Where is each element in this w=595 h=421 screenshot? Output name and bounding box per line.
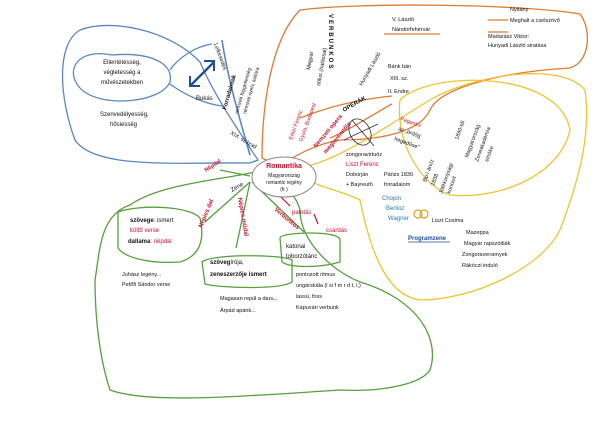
green-magasan: Magasan repül a daru...: [220, 296, 279, 302]
blue-branch: [61, 24, 259, 164]
green-szovege-line-2: költő verse: [130, 228, 160, 234]
blue-inner-bubble: [72, 53, 171, 102]
yellow-paris: Párizs 1830: [384, 172, 413, 178]
blue-connector-lower: [169, 83, 223, 107]
yellow-bp-arviz-4: koncert: [446, 175, 458, 194]
bukas-arrow-icon: [189, 60, 215, 87]
green-nepdal: Népdal: [204, 158, 223, 173]
orange-madarasz-2: Hunyadi László siratása: [488, 43, 547, 49]
green-nepies-mudal-box: [201, 255, 293, 289]
yellow-branch: [299, 73, 588, 301]
green-juhasz: Juhász legény...: [122, 272, 162, 278]
orange-nandor: Nándorfehérvár: [392, 27, 430, 33]
yellow-chopin: Chopin: [382, 196, 401, 202]
yellow-liszt-cosima: Liszt Cosima: [432, 218, 464, 224]
green-dallama-bold: dallama: [128, 239, 151, 245]
green-katonai-1: katonai: [286, 244, 305, 250]
orange-magyar: Magyar: [306, 51, 315, 70]
yellow-1840-4: elnöke: [484, 145, 495, 162]
center-node: Romantika Magyarország romantic regény (…: [251, 156, 317, 198]
violin-icon: [343, 118, 379, 147]
yellow-zongoraversenyek: Zongoraversenyek: [462, 252, 508, 258]
green-spoke-nepies-dal: [204, 181, 251, 223]
blue-suffering-line-1: Szenvedélyesség,: [100, 112, 149, 118]
green-csardas: csárdás: [326, 228, 347, 234]
center-subtitle-3: (fr.): [280, 187, 288, 193]
orange-underline-2: [329, 103, 393, 139]
green-bullet-1: pontozott ritmus: [296, 272, 335, 278]
yellow-mazeppa: Mazeppa: [466, 230, 490, 236]
yellow-wagner: Wagner: [388, 216, 409, 222]
yellow-rapszodiak: Magyar rapszódiák: [464, 241, 511, 247]
green-szovege-bold: szövege: [130, 218, 154, 224]
blue-branch-outline: [61, 24, 259, 164]
yellow-bp-arviz-2: 1838: [430, 173, 440, 187]
green-palotas: palotás: [292, 210, 311, 216]
green-bullet-4: Kapuvári verbunk: [296, 305, 339, 311]
green-bullet-3: lassú, friss: [296, 294, 322, 300]
yellow-sub-bubble: [398, 79, 571, 197]
orange-madarasz-1: Madarász Viktor:: [488, 34, 530, 40]
yellow-branch-outline: [299, 73, 588, 301]
blue-connector: [169, 43, 213, 71]
green-spoke-nepies-mudal: [235, 181, 251, 249]
green-szovegiroja-line: szövegírója,: [210, 260, 244, 266]
center-subtitle-1: Magyarország: [268, 173, 300, 179]
blue-suffering-line-2: hősiesség: [110, 122, 137, 128]
green-zene: Zene: [230, 181, 245, 193]
green-nepies-dal-box: [117, 206, 203, 264]
yellow-berlioz: Berlioz: [386, 206, 404, 212]
center-title: Romantika: [266, 163, 302, 170]
green-verbunkos-box: [279, 232, 341, 268]
blue-bubble-line-1: Ellentétesség,: [103, 60, 141, 66]
green-zeneszerzoje: zeneszerzője ismert: [210, 272, 267, 278]
green-szovegiroja-rest: írója,: [230, 260, 244, 266]
orange-meghalt: Meghalt a cselszövő: [510, 18, 560, 24]
green-szovege-line-1: szövege: ismert: [130, 218, 174, 224]
green-szovege-rest: : ismert: [154, 218, 174, 224]
arrow-to-csardas: [313, 213, 319, 225]
green-petofi: Petőfi Sándor verse: [122, 282, 170, 288]
green-arpad: Árpád apánk...: [220, 307, 256, 314]
yellow-programzene: Programzene: [408, 236, 447, 242]
green-dallama-rest: : népdal: [150, 239, 171, 245]
orange-xiii: XIII. sz.: [390, 76, 409, 82]
yellow-zongoravirtuoz: zongoravirtuóz: [346, 152, 382, 158]
green-nepies-mudal: Népies műdal: [236, 197, 249, 237]
orange-bank-ban: Bánk bán: [388, 64, 411, 70]
green-katonai-2: toborzótánc: [286, 254, 317, 260]
yellow-doborjan: Doborján: [346, 172, 368, 178]
green-szovegiroja-bold: szöveg: [210, 260, 231, 266]
center-subtitle-2: romantic regény: [266, 180, 302, 186]
yellow-forradalom: forradalom: [384, 182, 411, 188]
blue-bubble-line-3: művészetekben: [101, 80, 143, 86]
green-branch-outline: [94, 171, 434, 399]
orange-erkel-2: Gyula, Budapest: [298, 102, 318, 143]
orange-ii-endre: II. Endre: [388, 89, 409, 95]
blue-rising-branch: [221, 39, 251, 156]
green-nepies-dal: Népies dal: [198, 198, 215, 228]
orange-v-laszlo: V. László: [392, 17, 414, 23]
orange-underline-1: [299, 95, 393, 119]
yellow-liszt: Liszt Ferenc: [346, 162, 379, 168]
orange-verbunkos-vertical: VERBUNKOS: [327, 14, 333, 70]
blue-bubble-line-2: végletesség a: [103, 70, 141, 76]
orange-hunyadi: Hunyadi László: [359, 51, 383, 87]
yellow-rakoczi: Rákóczi induló: [462, 263, 498, 269]
green-bullet-2: ungárskála (l si f m r d t, l,): [296, 283, 361, 289]
green-spoke-nepdal: [219, 169, 251, 177]
green-dallama-line: dallama: népdal: [128, 239, 172, 245]
rings-icon: [413, 209, 429, 219]
blue-bukas: Bukás: [196, 96, 213, 102]
yellow-1840-1: 1840-től: [454, 120, 466, 141]
orange-nyitany: Nyitány: [510, 7, 529, 13]
yellow-bayreuth: + Bayreuth: [346, 182, 373, 188]
